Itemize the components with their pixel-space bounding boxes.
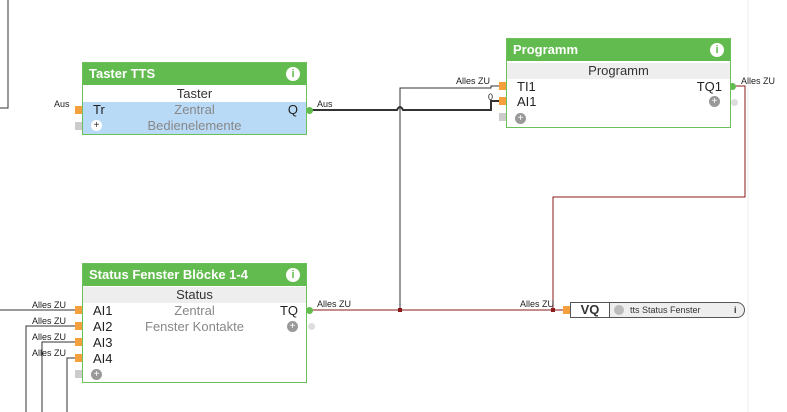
row-2: + Bedienelemente bbox=[83, 118, 306, 134]
output-label: Q bbox=[287, 102, 298, 117]
vq-input-pin[interactable] bbox=[563, 306, 570, 314]
status-in-value-3: Alles ZU bbox=[32, 332, 67, 342]
programm-output-pin-empty[interactable] bbox=[731, 99, 738, 106]
add-input-icon[interactable]: + bbox=[91, 120, 102, 131]
input-label: AI3 bbox=[93, 335, 113, 350]
input-label: AI1 bbox=[517, 94, 537, 109]
programm-in-value-2: 0 bbox=[488, 92, 494, 102]
block-programm[interactable]: Programm i Programm TI1 TQ1 AI1 + + bbox=[506, 38, 731, 128]
add-input-icon[interactable]: + bbox=[91, 369, 102, 380]
block-line2: Bedienelemente bbox=[147, 118, 242, 133]
block-title: Taster TTS bbox=[89, 66, 156, 81]
input-label: AI2 bbox=[93, 319, 113, 334]
info-icon[interactable]: i bbox=[710, 43, 724, 57]
status-in-value-2: Alles ZU bbox=[32, 316, 67, 326]
block-taster-tts[interactable]: Taster TTS i Taster Tr Zentral Q + Bedien… bbox=[82, 62, 307, 135]
add-input-icon[interactable]: + bbox=[515, 113, 526, 124]
wire-junction bbox=[398, 308, 402, 312]
block-line1: Zentral bbox=[174, 303, 215, 318]
taster-out-value: Aus bbox=[317, 99, 333, 109]
programm-output-pin[interactable] bbox=[729, 83, 736, 90]
taster-add-pin[interactable] bbox=[75, 122, 82, 130]
add-output-icon[interactable]: + bbox=[287, 321, 298, 332]
row-ai1: AI1 + bbox=[507, 94, 730, 110]
wire-ai2 bbox=[25, 325, 75, 412]
row-ai2: AI2 Fenster Kontakte + bbox=[83, 319, 306, 335]
taster-input-pin[interactable] bbox=[75, 106, 82, 114]
block-line2: Fenster Kontakte bbox=[145, 319, 244, 334]
programm-in-value-1: Alles ZU bbox=[456, 76, 491, 86]
info-icon[interactable]: i bbox=[734, 305, 737, 315]
input-label: AI1 bbox=[93, 303, 113, 318]
row-ai1: AI1 Zentral TQ bbox=[83, 303, 306, 319]
row-ai3: AI3 bbox=[83, 335, 306, 351]
wire-left-top bbox=[0, 0, 9, 109]
taster-in-value: Aus bbox=[54, 99, 70, 109]
status-add-pin[interactable] bbox=[75, 370, 82, 378]
more-icon[interactable] bbox=[614, 305, 624, 315]
input-label: TI1 bbox=[517, 79, 536, 94]
block-title: Programm bbox=[513, 42, 579, 57]
variable-label: tts Status Fenster bbox=[630, 305, 701, 315]
taster-output-pin[interactable] bbox=[306, 107, 313, 114]
input-label: AI4 bbox=[93, 351, 113, 366]
row-ti1: TI1 TQ1 bbox=[507, 79, 730, 95]
row-ai4: AI4 bbox=[83, 351, 306, 367]
programm-out-value: Alles ZU bbox=[741, 76, 776, 86]
block-subtitle: Taster bbox=[176, 86, 213, 101]
wire-ai3 bbox=[41, 341, 75, 412]
variable-name: VQ bbox=[571, 303, 610, 317]
output-label: TQ1 bbox=[696, 79, 722, 94]
block-line1: Zentral bbox=[174, 102, 215, 117]
programm-add-pin[interactable] bbox=[499, 113, 506, 121]
vq-in-value: Alles ZU bbox=[520, 299, 555, 309]
status-input-pin-ai1[interactable] bbox=[75, 306, 82, 314]
output-label: TQ bbox=[279, 303, 298, 318]
wire-ai4 bbox=[66, 357, 75, 412]
block-header[interactable]: Status Fenster Blöcke 1-4 i bbox=[83, 264, 306, 286]
status-output-pin[interactable] bbox=[306, 307, 313, 314]
block-subtitle: Status bbox=[83, 287, 306, 303]
status-input-pin-ai3[interactable] bbox=[75, 338, 82, 346]
status-out-value: Alles ZU bbox=[317, 299, 352, 309]
status-in-value-1: Alles ZU bbox=[32, 300, 67, 310]
block-status-fenster[interactable]: Status Fenster Blöcke 1-4 i Status AI1 Ze… bbox=[82, 263, 307, 383]
block-title: Status Fenster Blöcke 1-4 bbox=[89, 267, 248, 282]
variable-node-vq[interactable]: VQ tts Status Fenster i bbox=[570, 302, 745, 318]
wire-taster-to-programm bbox=[311, 100, 500, 111]
block-header[interactable]: Programm i bbox=[507, 39, 730, 61]
status-output-pin-empty[interactable] bbox=[308, 323, 315, 330]
programm-input-pin-ai1[interactable] bbox=[499, 97, 506, 105]
programm-input-pin-ti1[interactable] bbox=[499, 82, 506, 90]
add-output-icon[interactable]: + bbox=[709, 96, 720, 107]
wire-programm-to-vq bbox=[552, 85, 746, 310]
status-in-value-4: Alles ZU bbox=[32, 348, 67, 358]
status-input-pin-ai4[interactable] bbox=[75, 354, 82, 362]
wire-status-to-programm bbox=[399, 85, 500, 310]
row-tr: Tr Zentral Q bbox=[83, 102, 306, 118]
block-header[interactable]: Taster TTS i bbox=[83, 63, 306, 85]
status-input-pin-ai2[interactable] bbox=[75, 322, 82, 330]
wire-junction bbox=[551, 308, 555, 312]
block-subtitle: Programm bbox=[507, 63, 730, 79]
info-icon[interactable]: i bbox=[286, 268, 300, 282]
info-icon[interactable]: i bbox=[286, 67, 300, 81]
input-label: Tr bbox=[93, 102, 105, 117]
